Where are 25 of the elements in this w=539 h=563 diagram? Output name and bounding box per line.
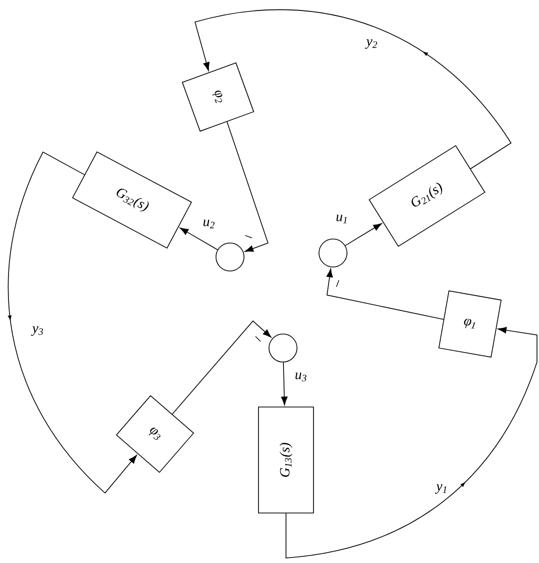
edge-label: – — [334, 278, 344, 290]
arrow — [8, 152, 137, 494]
edge-label: y$_{3}$ — [31, 325, 45, 337]
edge-label: u$_{2}$ — [202, 218, 216, 230]
edge-label: u$_{3}$ — [294, 372, 308, 382]
edge-label: u$_{1}$ — [334, 214, 350, 224]
arrow — [326, 268, 444, 320]
edge-label: – — [242, 234, 254, 242]
summing-junction — [318, 238, 348, 268]
nonlinearity-box: φ$_{2}$ — [182, 62, 254, 132]
edge-label: y$_{2}$ — [365, 38, 379, 50]
arrow — [286, 326, 538, 558]
edge-label: y$_{1}$ — [435, 483, 449, 495]
arrow — [180, 228, 218, 250]
nonlinearity-box: φ$_{1}$ — [438, 290, 502, 358]
arrow — [344, 223, 382, 246]
arrow — [281, 362, 288, 406]
summing-junction — [216, 242, 244, 272]
arrow — [226, 121, 268, 252]
arrow — [172, 320, 272, 414]
edge-label: – — [252, 334, 262, 346]
summing-junction — [268, 334, 298, 362]
transfer-function-box: G$_{13}$(s) — [258, 406, 314, 514]
transfer-function-box: G$_{21}$(s) — [368, 145, 486, 247]
arrow — [194, 9, 512, 170]
